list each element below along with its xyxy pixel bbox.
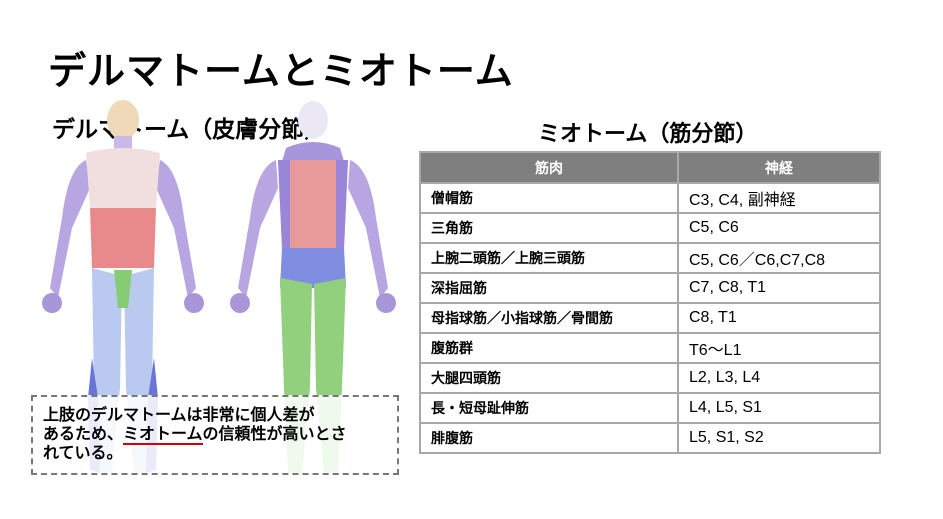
muscle-cell: 三角筋	[419, 212, 679, 244]
myotome-heading: ミオトーム（筋分節）	[538, 122, 758, 147]
nerve-cell: C3, C4, 副神経	[677, 182, 881, 214]
page-title: デルマトームとミオトーム	[48, 49, 514, 93]
muscle-cell: 長・短母趾伸筋	[419, 392, 679, 424]
table-header-row: 筋肉 神経	[419, 151, 881, 184]
nerve-cell: L4, L5, S1	[677, 392, 881, 424]
muscle-cell: 母指球筋／小指球筋／骨間筋	[419, 302, 679, 334]
nerve-cell: L2, L3, L4	[677, 362, 881, 394]
muscle-cell: 腓腹筋	[419, 422, 679, 454]
note-line-2-pre: あるため、	[43, 424, 124, 443]
note-line-2: あるため、ミオトームの信頼性が高いとさ	[43, 424, 387, 445]
muscle-cell: 僧帽筋	[419, 182, 679, 214]
note-line-3: れている。	[43, 443, 123, 462]
nerve-cell: C5, C6	[677, 212, 881, 244]
dermatome-note-box: 上肢のデルマトームは非常に個人差が あるため、ミオトームの信頼性が高いとさ れて…	[31, 395, 399, 475]
dermatome-heading: デルマトーム（皮膚分節）	[52, 117, 328, 143]
note-line-1: 上肢のデルマトームは非常に個人差が	[43, 405, 315, 424]
nerve-cell: C7, C8, T1	[677, 272, 881, 304]
header-nerve: 神経	[677, 151, 881, 184]
nerve-cell: C8, T1	[677, 302, 881, 334]
nerve-cell: T6～L1	[677, 332, 881, 364]
muscle-cell: 大腿四頭筋	[419, 362, 679, 394]
muscle-cell: 上腕二頭筋／上腕三頭筋	[419, 242, 679, 274]
nerve-cell: L5, S1, S2	[677, 422, 881, 454]
nerve-cell: C5, C6／C6,C7,C8	[677, 242, 881, 274]
note-line-2-post: の信頼性が高いとさ	[202, 424, 347, 443]
muscle-cell: 腹筋群	[419, 332, 679, 364]
note-myotome-underlined: ミオトーム	[123, 424, 203, 445]
muscle-cell: 深指屈筋	[419, 272, 679, 304]
header-muscle: 筋肉	[419, 151, 679, 184]
